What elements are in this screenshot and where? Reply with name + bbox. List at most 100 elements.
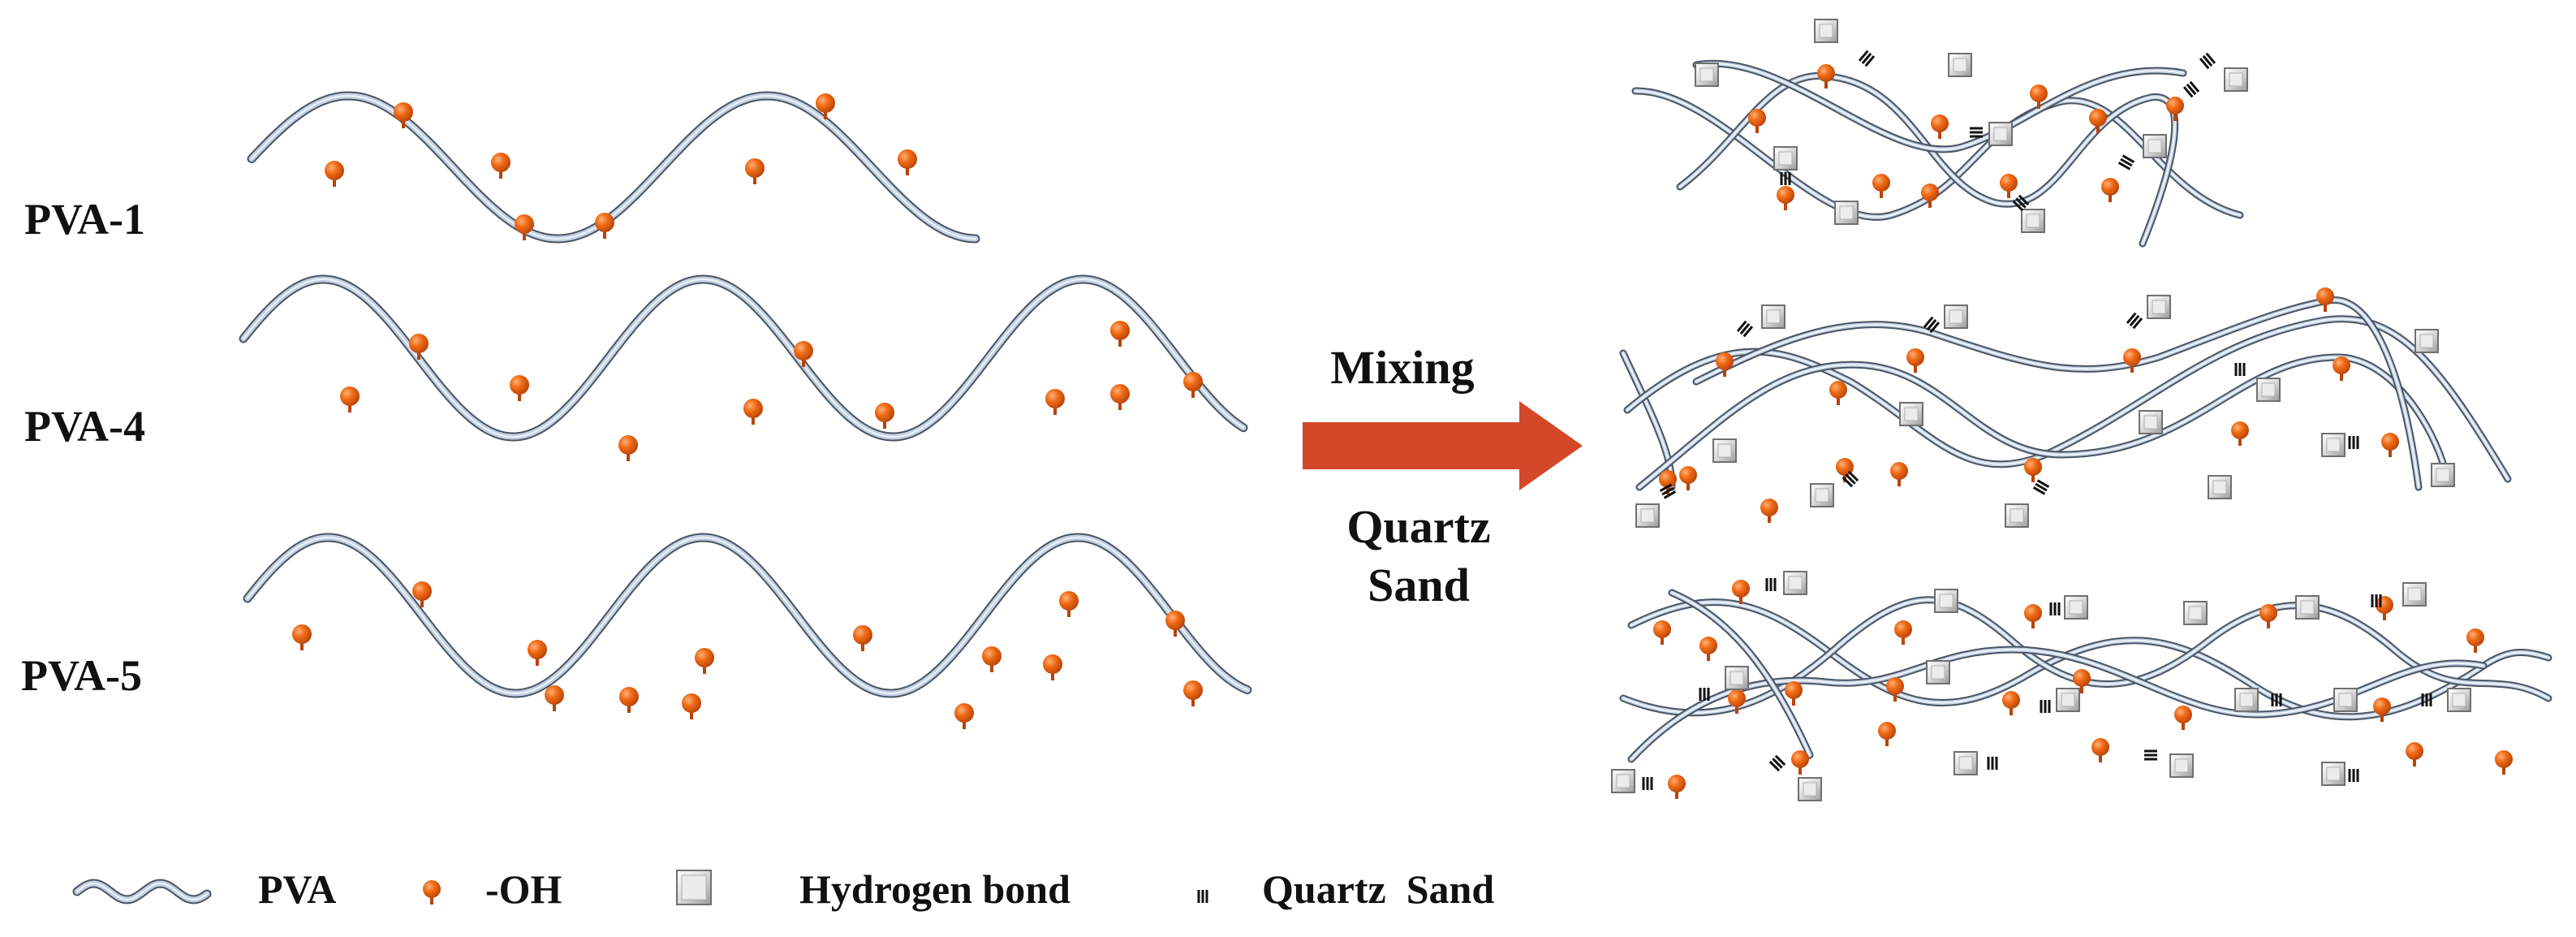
quartz-sand-icon <box>1954 751 1978 775</box>
hydroxyl-icon <box>1817 64 1835 89</box>
hydroxyl-bead <box>1829 381 1847 399</box>
hydrogen-bond-dash <box>1926 318 1937 331</box>
quartz-sand-icon <box>2402 582 2427 607</box>
quartz-sand-icon <box>2295 595 2320 620</box>
pva-5-chain <box>243 533 1252 729</box>
hydroxyl-icon <box>816 93 835 119</box>
hydroxyl-bead <box>1183 372 1203 391</box>
quartz-sand-icon <box>2234 688 2259 712</box>
quartz-sand-icon <box>2005 503 2029 528</box>
quartz-sand-face <box>2419 334 2434 348</box>
legend-oh-label: -OH <box>485 866 562 912</box>
hydroxyl-icon <box>1110 384 1130 410</box>
hydrogen-bond-dash <box>2132 317 2143 330</box>
hydroxyl-icon <box>1748 109 1766 133</box>
hydrogen-bond-dash <box>1736 320 1747 332</box>
quartz-sand-icon <box>2147 295 2171 319</box>
quartz-sand-face <box>1640 508 1655 523</box>
quartz-sand-face <box>2174 758 2189 773</box>
hydroxyl-bead <box>595 213 614 232</box>
hydroxyl-bead <box>2495 750 2513 768</box>
hydroxyl-icon <box>292 624 312 650</box>
hydrogen-bond-dash <box>2036 479 2050 488</box>
hydroxyl-icon <box>325 161 344 187</box>
quartz-sand-face <box>2407 587 2422 602</box>
quartz-sand-face <box>2143 415 2158 430</box>
hydroxyl-icon <box>412 581 432 607</box>
hydroxyl-bead <box>2406 742 2423 760</box>
hydrogen-bond-icon <box>2271 693 2282 706</box>
quartz-sand-face <box>1904 407 1919 421</box>
hydroxyl-bead <box>1931 114 1949 132</box>
hydroxyl-bead <box>510 375 529 395</box>
quartz-sand-icon <box>1810 483 1834 507</box>
hydroxyl-icon <box>1043 654 1062 680</box>
quartz-sand-face <box>1788 576 1803 590</box>
hydrogen-bond-dash <box>1663 490 1677 499</box>
hydroxyl-icon <box>2089 109 2107 133</box>
quartz-sand-icon <box>1948 53 1972 77</box>
legend-hydrogen-bond-label: Hydrogen bond <box>799 866 1070 912</box>
hydroxyl-bead <box>2101 178 2119 196</box>
hydrogen-bond-dash <box>1768 760 1781 772</box>
hydrogen-bond-icon <box>2182 80 2200 98</box>
hydrogen-bond-icon <box>1842 470 1859 488</box>
hydroxyl-bead <box>2373 697 2391 715</box>
pva-5-sand-network <box>1611 571 2552 801</box>
hydroxyl-icon <box>394 102 413 128</box>
hydroxyl-bead <box>1728 689 1746 707</box>
hydroxyl-bead <box>1906 348 1924 366</box>
hydroxyl-bead <box>1668 775 1686 792</box>
quartz-sand-icon <box>2333 688 2358 712</box>
quartz-sand-face <box>1953 58 1967 72</box>
hydrogen-bond-icon <box>1858 50 1876 67</box>
hydroxyl-icon <box>2259 604 2277 628</box>
hydroxyl-icon <box>510 375 529 401</box>
quartz-sand-face <box>2010 508 2024 523</box>
hydrogen-bond-dash <box>2205 52 2216 64</box>
hydroxyl-bead <box>695 648 714 667</box>
hydroxyl-bead <box>1045 389 1065 408</box>
pva-1-sand-network <box>1631 19 2248 248</box>
hydroxyl-icon <box>2495 750 2513 775</box>
hydroxyl-bead <box>618 435 638 455</box>
hydroxyl-bead <box>2231 421 2249 439</box>
hydroxyl-bead <box>2089 109 2107 127</box>
hydroxyl-icon <box>2381 433 2399 457</box>
quartz-sand-icon <box>2256 378 2281 402</box>
hydrogen-bond-icon <box>2421 693 2432 706</box>
mixing-process: Mixing Quartz Sand <box>1303 341 1583 611</box>
quartz-sand-icon <box>676 870 712 905</box>
hydrogen-bond-dash <box>2202 54 2213 67</box>
hydrogen-bond-dash <box>1659 483 1673 492</box>
quartz-sand-face <box>2338 693 2353 707</box>
hydrogen-bond-icon <box>2348 436 2359 449</box>
hydrogen-bond-dash <box>2199 58 2210 70</box>
hydroxyl-bead <box>1921 184 1939 201</box>
quartz-sand-face <box>1839 205 1854 220</box>
hydrogen-bond-icon <box>2012 194 2030 212</box>
hydrogen-bond-dash <box>1742 326 1754 338</box>
legend-pva-chain-highlight <box>76 882 208 901</box>
quartz-sand-face <box>1730 671 1744 685</box>
hydroxyl-icon <box>2376 596 2393 620</box>
network5-chain-d-highlight <box>1671 592 1811 756</box>
hydroxyl-icon <box>618 435 638 461</box>
pva-4-group: PVA-4 <box>24 274 1248 461</box>
hydrogen-bond-dash <box>1861 52 1872 65</box>
hydroxyl-icon <box>595 213 614 239</box>
hydroxyl-icon <box>1165 611 1185 637</box>
legend-pva-label: PVA <box>258 866 336 912</box>
quartz-sand-icon <box>2183 601 2208 625</box>
hydroxyl-icon <box>528 640 547 666</box>
hydroxyl-icon <box>1921 184 1939 208</box>
hydrogen-bond-dash <box>2120 158 2133 167</box>
network1-chain-b-outline <box>1676 71 2179 248</box>
quartz-sand-icon <box>2169 753 2194 778</box>
hydroxyl-icon <box>1894 620 1912 645</box>
hydrogen-bond-dash <box>1847 470 1859 482</box>
hydroxyl-bead <box>853 625 872 645</box>
hydrogen-bond-icon <box>1659 483 1677 499</box>
pva-4-backbone <box>240 276 1247 440</box>
